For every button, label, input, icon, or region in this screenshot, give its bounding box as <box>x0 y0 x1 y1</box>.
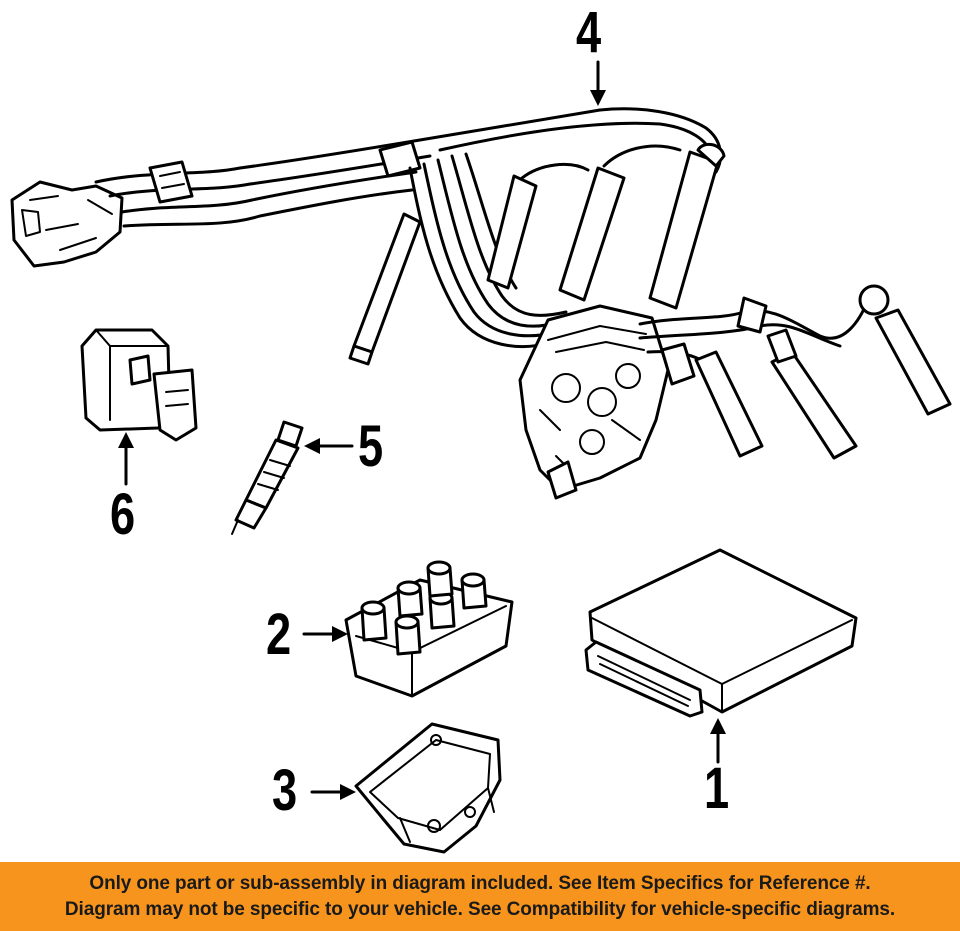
spark-plug-wire-set <box>10 107 952 500</box>
parts-diagram: 4 5 6 2 3 1 <box>10 0 952 854</box>
callout-number-3: 3 <box>272 758 298 823</box>
callout-number-4: 4 <box>576 0 602 65</box>
ignition-coil-part <box>344 560 514 698</box>
callout-3-arrow <box>310 784 356 800</box>
callout-6-arrow <box>118 432 134 486</box>
control-module-part <box>584 548 858 718</box>
callout-number-5: 5 <box>358 414 384 479</box>
callout-number-1: 1 <box>704 756 730 821</box>
disclaimer-line-2: Diagram may not be specific to your vehi… <box>64 899 896 920</box>
spark-plug-part <box>231 420 304 535</box>
callout-2-arrow <box>302 626 348 642</box>
sensor-part <box>80 328 198 442</box>
callout-4-arrow <box>590 60 606 106</box>
callout-5-arrow <box>304 438 354 454</box>
disclaimer-banner: Only one part or sub-assembly in diagram… <box>0 862 960 931</box>
disclaimer-line-1: Only one part or sub-assembly in diagram… <box>89 873 871 894</box>
callout-number-6: 6 <box>110 482 136 547</box>
callout-1-arrow <box>710 718 726 764</box>
module-bracket-part <box>354 722 502 854</box>
callout-number-2: 2 <box>266 602 292 667</box>
